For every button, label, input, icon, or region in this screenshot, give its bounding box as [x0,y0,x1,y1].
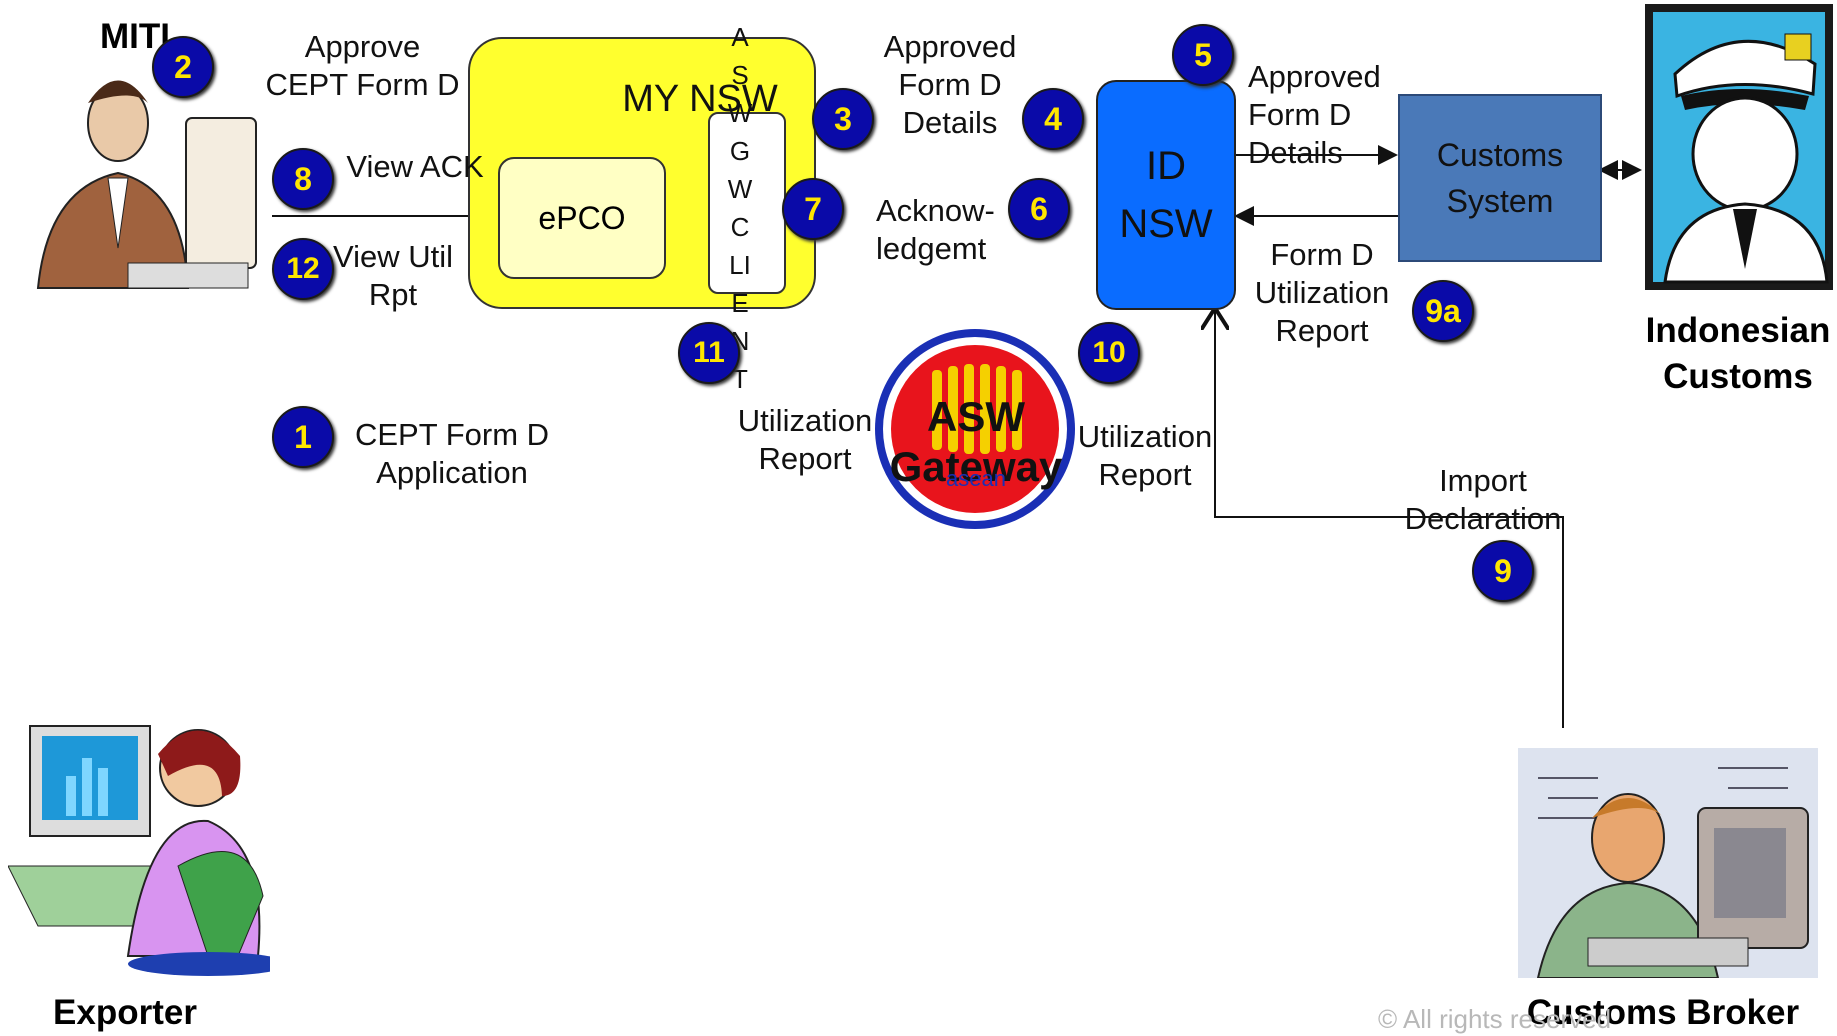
asean-wordmark: asean [946,466,1006,491]
view-ack-label: View ACK [346,149,484,184]
indonesian-customs-title: Indonesian Customs [1645,311,1831,396]
view-util-rpt-label: View Util Rpt [332,239,454,312]
step-badge-7: 7 [782,178,844,240]
step-badge-10: 10 [1078,322,1140,384]
man-at-computer-icon [36,80,257,289]
asw-gateway-label: ASW Gateway [889,393,1063,490]
acknowledgement-label: Acknow- ledgemt [876,193,995,266]
form-d-util-report-label: Form D Utilization Report [1254,237,1390,348]
epco-label: ePCO [538,199,626,236]
approve-cept-label: Approve CEPT Form D [265,29,460,102]
asw-gateway-logo [864,318,1086,540]
exporter-figure [7,706,288,976]
exporter-title: Exporter [53,993,197,1032]
cept-application-label: CEPT Form D Application [354,417,550,490]
step-badge-9: 9 [1472,540,1534,602]
step-badge-8: 8 [272,148,334,210]
asean-emblem-icon [875,329,1075,529]
import-declaration-label: Import Declaration [1404,463,1562,536]
step-badge-5: 5 [1172,24,1234,86]
customs-broker-title: Customs Broker [1526,993,1800,1032]
step-badge-6: 6 [1008,178,1070,240]
woman-at-computer-icon [7,725,288,976]
approved-form-d-details-label-1: Approved Form D Details [883,29,1017,140]
arrow-broker-to-idnsw [1215,308,1564,728]
customs-broker-figure [1518,748,1818,979]
step-badge-3: 3 [812,88,874,150]
step-badge-1: 1 [272,406,334,468]
step-badge-11: 11 [678,322,740,384]
man-typing-icon [1518,748,1818,979]
epco-box[interactable]: ePCO [498,157,666,279]
step-badge-4: 4 [1022,88,1084,150]
asw-client-box[interactable] [708,112,786,294]
step-badge-12: 12 [272,238,334,300]
approved-form-d-details-label-2: Approved Form D Details [1248,59,1381,170]
naval-officer-portrait-icon [1645,4,1833,290]
customs-system-box[interactable]: Customs System [1398,94,1602,262]
miti-officer-figure [8,48,270,310]
utilization-report-right-label: Utilization Report [1077,419,1213,492]
id-nsw-box[interactable]: ID NSW [1096,80,1236,310]
step-badge-9a: 9a [1412,280,1474,342]
step-badge-2: 2 [152,36,214,98]
customs-system-label: Customs System [1436,137,1564,219]
indonesian-customs-figure [1645,4,1833,290]
my-nsw-title: MY NSW [622,78,778,120]
utilization-report-left-label: Utilization Report [737,403,873,476]
asw-client-label: A S W G W C LI E N T [727,22,753,394]
copyright-watermark: © All rights reserved [1378,1004,1612,1034]
id-nsw-label: ID NSW [1119,144,1213,246]
